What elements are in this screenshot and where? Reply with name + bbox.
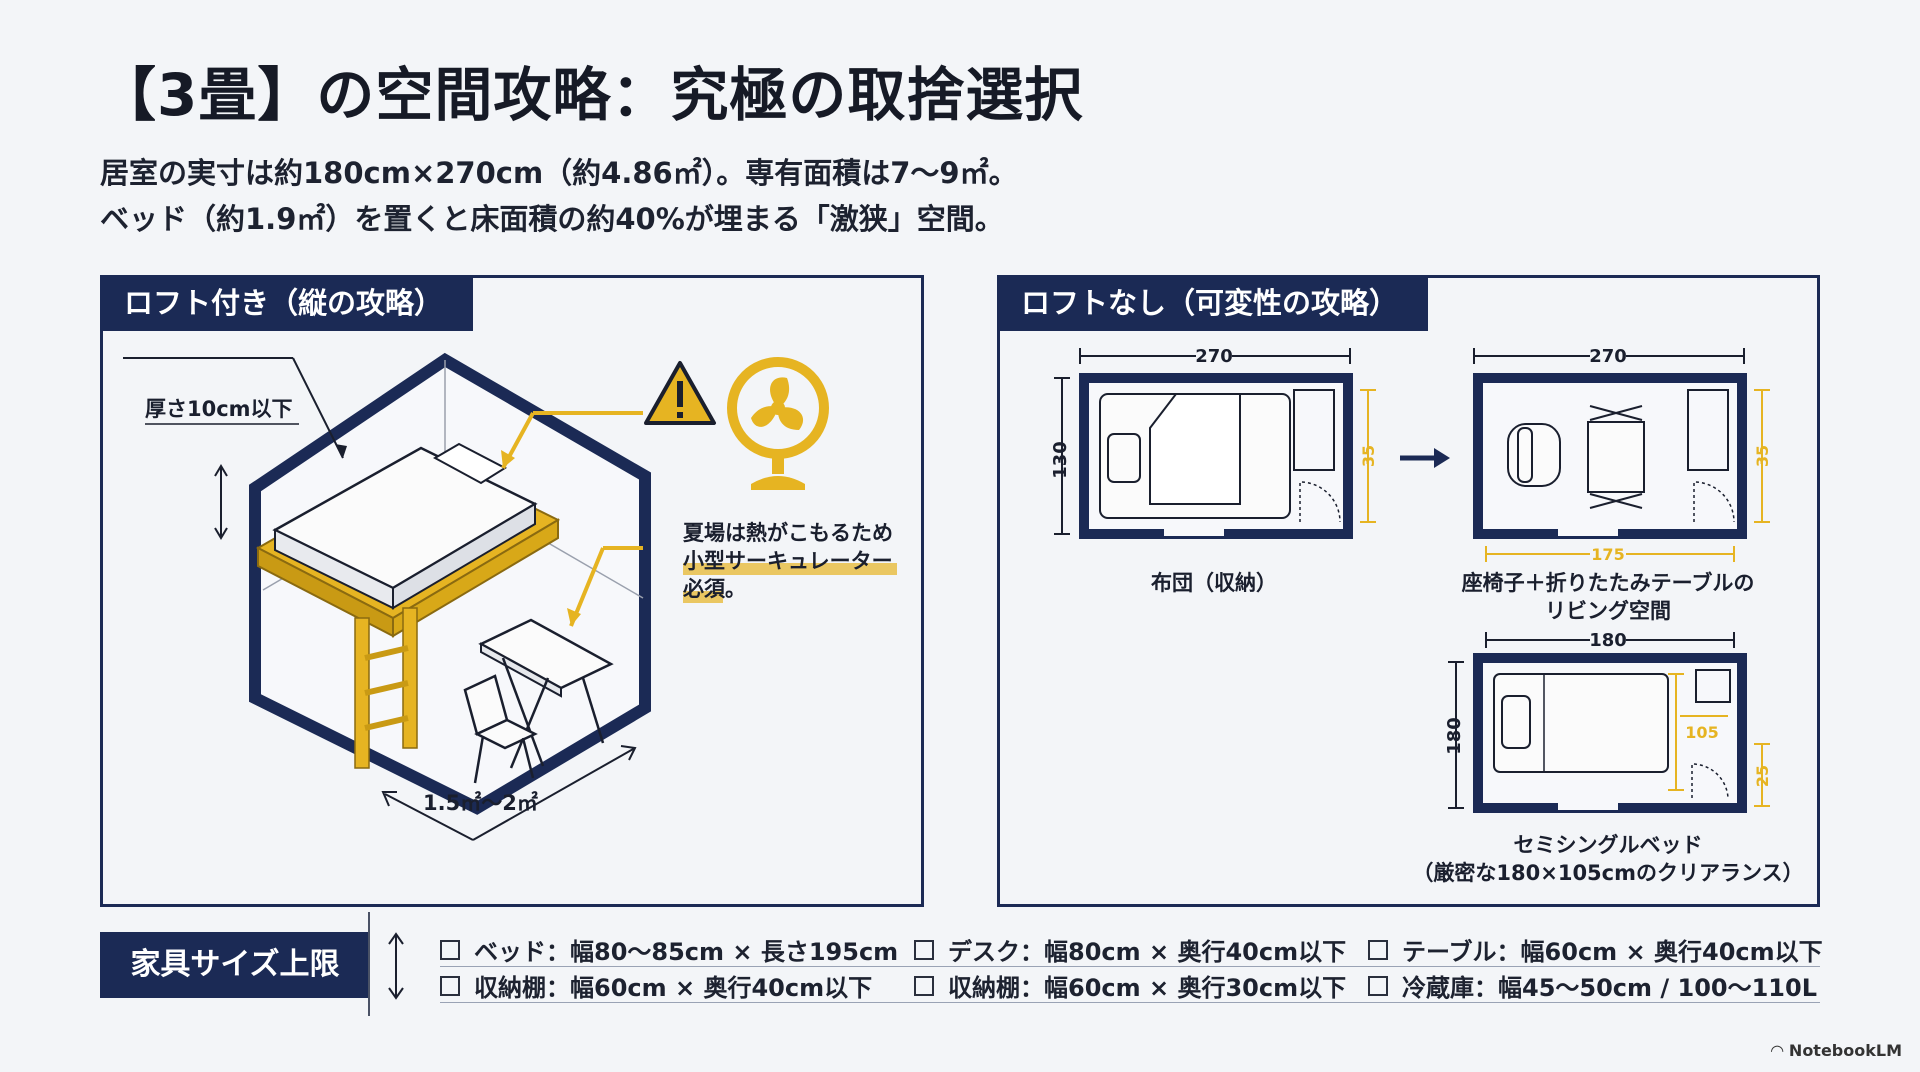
- footer-divider: [368, 912, 370, 1016]
- note-line-2: 小型サーキュレーター: [683, 549, 893, 573]
- floorplan-living: 270 35 175 座椅子＋折りたたみテーブルの リビング空間: [1462, 343, 1772, 623]
- warning-icon: [644, 361, 716, 425]
- note-line-3: 必須。: [683, 577, 746, 601]
- folding-desk: [478, 618, 614, 769]
- limit-item: 収納棚：幅60cm × 奥行40cm以下: [440, 968, 872, 1003]
- limit-item: テーブル：幅60cm × 奥行40cm以下: [1368, 932, 1823, 967]
- limit-item: ベッド：幅80〜85cm × 長さ195cm: [440, 932, 898, 967]
- checkbox-icon[interactable]: [1368, 975, 1388, 996]
- subtitle-line-1: 居室の実寸は約180cm×270cm（約4.86㎡）。専有面積は7〜9㎡。: [100, 156, 1018, 190]
- plan3-width: 180: [1589, 630, 1627, 651]
- noloft-panel: 270 130 35 布団（収納）: [997, 275, 1820, 907]
- plan1-caption: 布団（収納）: [1151, 571, 1277, 595]
- plan1-height: 130: [1050, 441, 1071, 479]
- plan2-caption-2: リビング空間: [1545, 599, 1671, 623]
- plan1-side: 35: [1359, 445, 1378, 467]
- limits-row-2: 収納棚：幅60cm × 奥行40cm以下 収納棚：幅60cm × 奥行30cm以…: [440, 968, 1820, 1003]
- checkbox-icon[interactable]: [914, 975, 934, 996]
- limits-row-1: ベッド：幅80〜85cm × 長さ195cm デスク：幅80cm × 奥行40c…: [440, 932, 1823, 967]
- thickness-label: 厚さ10cm以下: [145, 397, 293, 421]
- furniture-limit-label: 家具サイズ上限: [100, 932, 370, 998]
- fan-icon: [727, 357, 829, 490]
- loft-illustration: 厚さ10cm以下 夏場は熱がこもるため 小型サーキュレーター 必須。: [123, 352, 897, 841]
- plan2-width: 270: [1589, 346, 1627, 367]
- floorplans: 270 130 35 布団（収納）: [1050, 343, 1804, 885]
- plan3-caption-1: セミシングルベッド: [1514, 833, 1703, 857]
- folding-chair: [463, 674, 538, 784]
- plan1-width: 270: [1195, 346, 1233, 367]
- floorplan-semisingle: 180 180 105 25 セミシングルベッド （厳密な180×105cmのク…: [1412, 628, 1804, 885]
- arrow-right-icon: [1400, 448, 1450, 468]
- limit-item: 収納棚：幅60cm × 奥行30cm以下: [914, 968, 1346, 1003]
- plan2-inner: 175: [1591, 545, 1624, 564]
- page-title: 【3畳】の空間攻略：究極の取捨選択: [98, 61, 1084, 129]
- plan3-height: 180: [1444, 717, 1465, 755]
- noloft-panel-title: ロフトなし（可変性の攻略）: [997, 275, 1429, 331]
- plan3-side: 25: [1753, 765, 1772, 787]
- limit-item: デスク：幅80cm × 奥行40cm以下: [914, 932, 1346, 967]
- floorplan-futon: 270 130 35 布団（収納）: [1050, 343, 1378, 595]
- note-line-1: 夏場は熱がこもるため: [683, 521, 893, 545]
- loft-panel: 厚さ10cm以下 夏場は熱がこもるため 小型サーキュレーター 必須。: [100, 275, 924, 907]
- subtitle-line-2: ベッド（約1.9㎡）を置くと床面積の約40%が埋まる「激狭」空間。: [100, 202, 1004, 236]
- checkbox-icon[interactable]: [1368, 939, 1388, 960]
- checkbox-icon[interactable]: [440, 939, 460, 960]
- ladder: [354, 607, 418, 769]
- plan2-caption-1: 座椅子＋折りたたみテーブルの: [1462, 571, 1755, 595]
- plan2-side: 35: [1753, 445, 1772, 467]
- floor-area-label: 1.5㎡〜2㎡: [423, 791, 538, 815]
- brand-logo: ◠ NotebookLM: [1771, 1041, 1902, 1060]
- height-arrow-icon: [388, 932, 404, 1000]
- loft-panel-title: ロフト付き（縦の攻略）: [100, 275, 474, 331]
- limit-item: 冷蔵庫：幅45〜50cm / 100〜110L: [1368, 968, 1817, 1003]
- plan3-caption-2: （厳密な180×105cmのクリアランス）: [1412, 861, 1803, 885]
- checkbox-icon[interactable]: [914, 939, 934, 960]
- checkbox-icon[interactable]: [440, 975, 460, 996]
- plan3-inner: 105: [1685, 723, 1718, 742]
- furniture-limits: ベッド：幅80〜85cm × 長さ195cm デスク：幅80cm × 奥行40c…: [440, 930, 1823, 1003]
